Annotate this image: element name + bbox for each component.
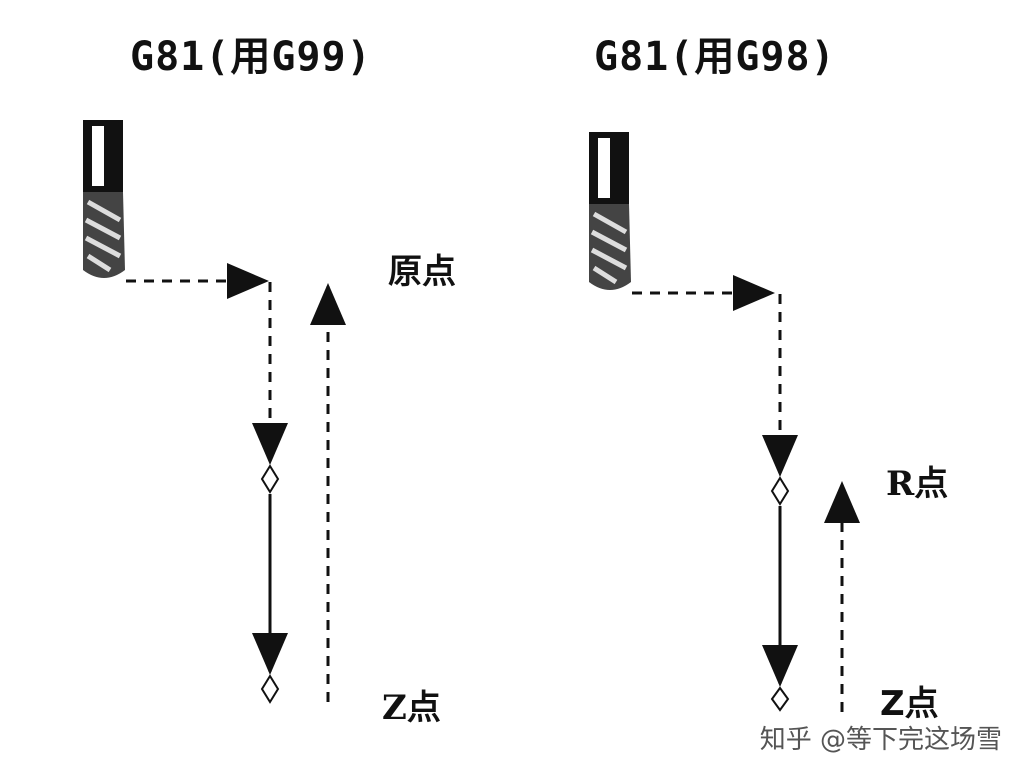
left-z-point-marker [260,674,280,704]
right-z-point-label: Z点 [880,684,939,724]
left-diagram-title: G81(用G99) [130,34,372,80]
left-end-mill-icon [83,120,125,278]
watermark: 知乎 @等下完这场雪 [759,725,1002,755]
right-end-mill-icon [589,132,631,290]
left-origin-label: 原点 [388,252,456,292]
left-z-point-label: Z点 [382,688,441,728]
left-r-point-marker [260,464,280,494]
right-r-point-label: R点 [886,464,949,504]
right-r-point-marker [770,476,790,506]
right-diagram-title: G81(用G98) [594,34,836,80]
right-z-point-marker [770,686,790,712]
